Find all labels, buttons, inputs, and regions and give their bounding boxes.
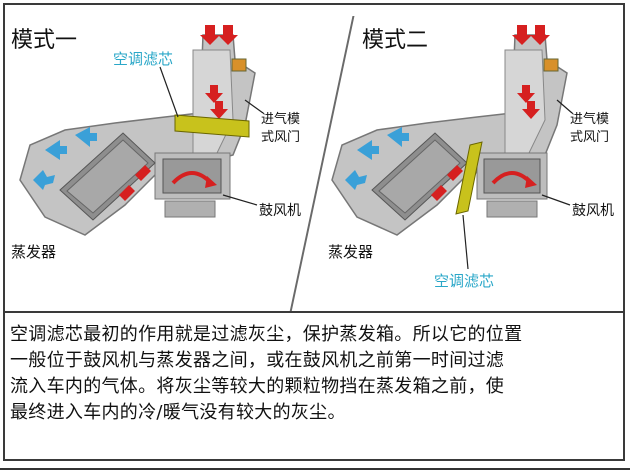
blower-label: 鼓风机 [572, 203, 614, 219]
cabin-filter [455, 141, 483, 215]
panel-mode-2: 模式二 空调滤芯 进气模 式风门 鼓风机 蒸发器 [328, 25, 614, 290]
damper-label-line1: 进气模 [261, 111, 300, 127]
damper-label-line2: 式风门 [570, 130, 609, 145]
blower-leader [541, 194, 571, 206]
blower-wheel [483, 158, 541, 194]
air-inflow-arrows [119, 25, 238, 201]
description-line: 空调滤芯最初的作用就是过滤灰尘，保护蒸发箱。所以它的位置 [10, 324, 523, 345]
bottom-rule [0, 468, 630, 470]
air-inflow-arrows [431, 25, 550, 201]
panel-title: 模式二 [362, 28, 428, 53]
description-line: 一般位于鼓风机与蒸发器之间，或在鼓风机之前第一时间过滤 [10, 350, 505, 371]
evaporator-core [371, 132, 468, 221]
cabin-filter [174, 114, 250, 138]
panel-title: 模式一 [11, 28, 77, 53]
air-outflow-arrows [33, 127, 97, 190]
intake-damper [543, 58, 559, 72]
evaporator-label: 蒸发器 [11, 243, 56, 261]
filter-leader [159, 66, 179, 118]
description-text: 空调滤芯最初的作用就是过滤灰尘，保护蒸发箱。所以它的位置 一般位于鼓风机与蒸发器… [10, 322, 622, 426]
damper-leader [244, 99, 264, 114]
damper-leader [556, 99, 573, 114]
blower-wheel [162, 158, 222, 194]
filter-label: 空调滤芯 [113, 50, 173, 68]
blower-label: 鼓风机 [259, 203, 301, 219]
damper-label-line1: 进气模 [570, 111, 609, 127]
panel-mode-1: 模式一 空调滤芯 进气模 式风门 鼓风 [11, 25, 301, 261]
filter-label: 空调滤芯 [434, 272, 494, 290]
evaporator-label: 蒸发器 [328, 243, 373, 261]
hvac-housing [331, 34, 568, 236]
intake-damper [231, 58, 247, 72]
air-outflow-arrows [345, 127, 409, 190]
damper-label-line2: 式风门 [261, 130, 300, 145]
description-line: 流入车内的气体。将灰尘等较大的颗粒物挡在蒸发箱之前，使 [10, 376, 505, 397]
text-divider [3, 311, 625, 313]
filter-leader [462, 214, 469, 270]
blower-leader [222, 194, 258, 206]
diagram-frame [3, 3, 625, 461]
description-line: 最终进入车内的冷/暖气没有较大的灰尘。 [10, 402, 346, 423]
evaporator-core [59, 132, 156, 221]
